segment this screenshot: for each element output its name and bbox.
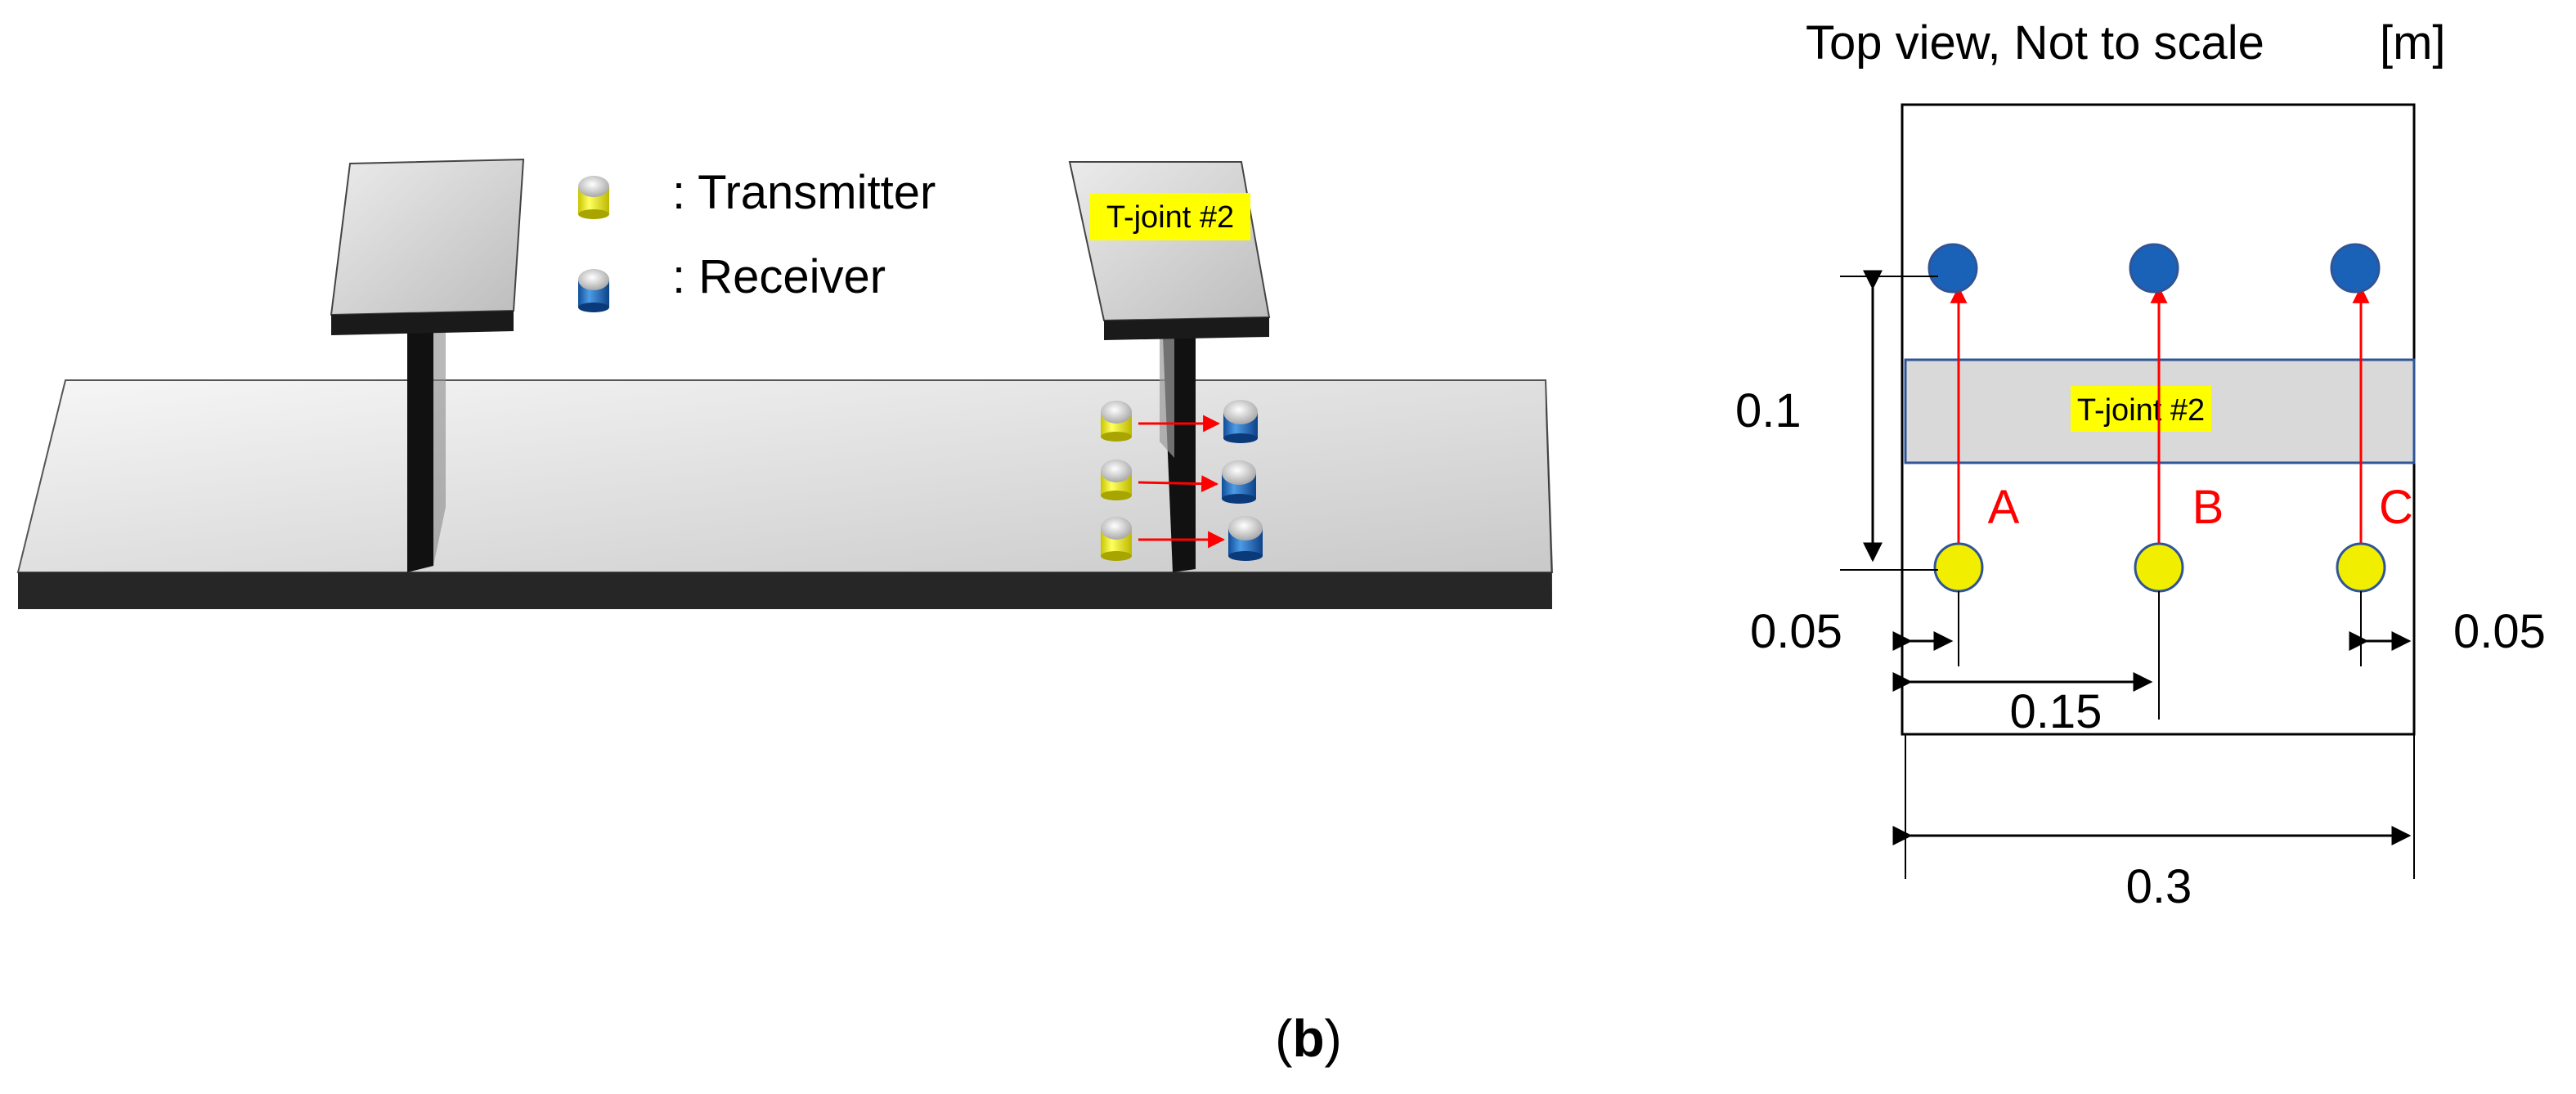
t-joint-2-flange-top (1068, 161, 1271, 322)
signal-path-arrow (1138, 475, 1219, 493)
caption-open-paren: ( (1275, 1009, 1292, 1068)
t-joint-1-flange-front (331, 311, 514, 335)
sensor-pair-2 (1101, 460, 1256, 504)
legend-receiver-label: : Receiver (672, 250, 886, 303)
t-joint-1-web (407, 323, 433, 572)
t-joint-1 (330, 158, 525, 572)
t-joint-2-flange-front (1104, 317, 1269, 340)
path-b-label: B (2192, 481, 2224, 534)
figure-caption: (b) (1275, 1009, 1342, 1068)
caption-letter: b (1292, 1009, 1324, 1068)
legend: : Transmitter : Receiver (578, 166, 936, 312)
receiver-c (2330, 243, 2381, 294)
t-joint-1-flange-top (330, 158, 525, 316)
receiver-b (2129, 243, 2179, 294)
unit-label: [m] (2380, 16, 2446, 69)
dimension-right-offset-label: 0.05 (2453, 605, 2546, 658)
legend-transmitter-icon (578, 176, 609, 219)
top-view-title: Top view, Not to scale (1806, 16, 2264, 69)
caption-close-paren: ) (1325, 1009, 1342, 1068)
receiver-icon (1228, 516, 1263, 561)
legend-transmitter-label: : Transmitter (672, 166, 936, 219)
t-joint-2-label-highlight (1090, 193, 1250, 240)
dimension-width-label: 0.3 (2126, 860, 2192, 913)
legend-receiver-icon (578, 269, 609, 312)
dimension-height-label: 0.1 (1735, 384, 1802, 437)
transmitter-icon (1101, 401, 1132, 442)
base-plate-top (16, 379, 1554, 573)
t-joint-2-web-face (1160, 337, 1174, 458)
top-view: Top view, Not to scale [m] T-joint #2 A … (1735, 16, 2546, 913)
t-joint-2-band-label: T-joint #2 (2077, 393, 2205, 428)
t-joint-2-band-label-highlight (2071, 386, 2211, 432)
dimension-spacing-label: 0.15 (2010, 685, 2103, 738)
transmitter-icon (1101, 517, 1132, 561)
sensor-pair-3 (1101, 516, 1263, 561)
base-plate-side (1546, 380, 1552, 609)
path-c-label: C (2379, 481, 2413, 534)
sensor-pair-1 (1101, 400, 1258, 443)
transmitter-a (1933, 542, 1984, 593)
transmitter-c (2336, 542, 2386, 593)
receiver-a (1928, 243, 1978, 294)
dimension-left-offset-label: 0.05 (1750, 605, 1842, 658)
path-a-label: A (1988, 481, 2020, 534)
transmitter-icon (1101, 460, 1132, 500)
base-plate-front (18, 572, 1552, 609)
receiver-icon (1222, 460, 1256, 504)
receiver-icon (1223, 400, 1258, 443)
t-joint-1-web-face (433, 323, 446, 566)
t-joint-2: T-joint #2 (1068, 161, 1271, 572)
t-joint-2-label: T-joint #2 (1106, 200, 1234, 235)
transmitter-b (2134, 542, 2184, 593)
perspective-view: T-joint #2 (16, 158, 1554, 609)
